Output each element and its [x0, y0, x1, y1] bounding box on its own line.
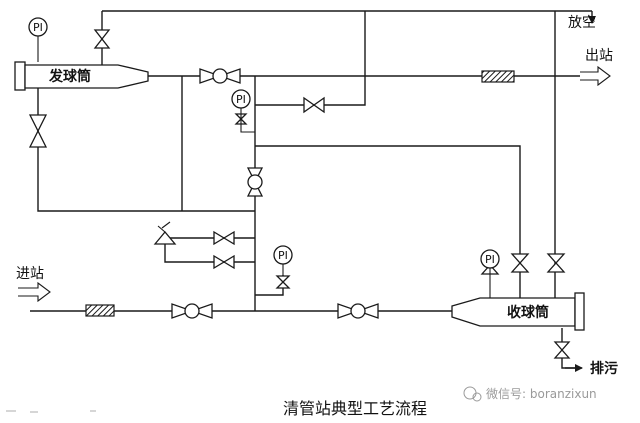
- pressure-gauge-center: PI: [231, 89, 255, 133]
- watermark-text: 微信号: boranzixun: [486, 387, 597, 401]
- launcher-label: 发球筒: [48, 68, 91, 85]
- svg-text:PI: PI: [236, 93, 246, 106]
- launcher-vessel: 发球筒: [14, 61, 149, 91]
- pressure-gauge-receiver: PI: [480, 249, 500, 298]
- pressure-gauge-launcher: PI: [28, 17, 48, 62]
- scan-artifacts: [6, 410, 96, 413]
- vent-label: 放空: [568, 15, 596, 31]
- ball-valve: [171, 68, 379, 319]
- flow-arrow-icon: [18, 16, 611, 372]
- strainer: [85, 70, 515, 317]
- receiver-vessel: 收球筒: [451, 292, 585, 331]
- svg-text:PI: PI: [278, 249, 288, 262]
- gate-valve: [28, 29, 571, 359]
- pressure-gauge-inlet: PI: [273, 245, 293, 276]
- inlet-label: 进站: [16, 266, 44, 282]
- svg-text:PI: PI: [485, 253, 495, 266]
- drain-label: 排污: [590, 360, 618, 377]
- diagram-caption: 清管站典型工艺流程: [283, 399, 427, 418]
- receiver-label: 收球筒: [507, 304, 549, 321]
- watermark: 微信号: boranzixun: [463, 386, 597, 402]
- outlet-label: 出站: [585, 48, 613, 64]
- safety-relief-valve: [153, 221, 177, 245]
- svg-text:PI: PI: [33, 21, 43, 34]
